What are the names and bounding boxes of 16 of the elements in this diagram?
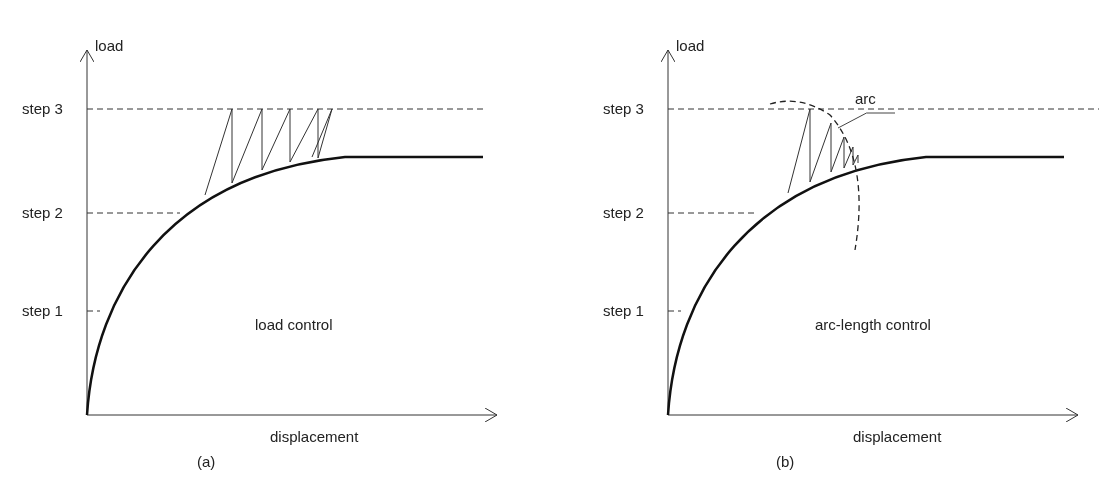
panel-label: arc-length control: [815, 316, 931, 334]
axis-label: displacement: [270, 428, 359, 446]
tick-label: step 2: [22, 204, 63, 222]
tick-label: step 1: [603, 302, 644, 320]
curve-label: arc: [855, 90, 876, 108]
tick-label: step 3: [603, 100, 644, 118]
leader-line: [837, 112, 896, 129]
axis-label: load: [676, 37, 705, 55]
panel-caption: (a): [197, 453, 216, 471]
axis-label: displacement: [853, 428, 942, 446]
panel-label: load control: [255, 316, 333, 334]
axis-label: load: [95, 37, 124, 55]
tick-label: step 2: [603, 204, 644, 222]
panel-caption: (b): [776, 453, 795, 471]
tick-label: step 1: [22, 302, 63, 320]
tick-label: step 3: [22, 100, 63, 118]
